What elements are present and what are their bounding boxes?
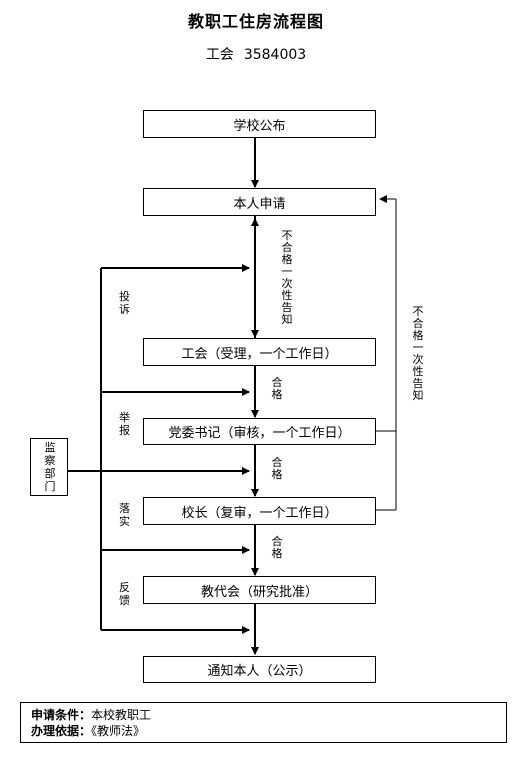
label-pass-3: 合格 <box>271 535 283 560</box>
node-notify: 通知本人（公示） <box>143 656 376 683</box>
label-pass-2: 合格 <box>271 456 283 481</box>
footer-conditions: 申请条件：本校教职工 <box>31 707 496 723</box>
label-reject-left: 不合格一次性告知 <box>281 229 293 326</box>
contact-label: 工会 <box>205 47 234 63</box>
footer-box: 申请条件：本校教职工 办理依据：《教师法》 <box>20 702 507 743</box>
label-report: 举报 <box>119 411 130 437</box>
node-union: 工会（受理，一个工作日） <box>143 338 376 366</box>
contact-line: 工会 3584003 <box>0 44 512 64</box>
contact-number: 3584003 <box>243 47 307 63</box>
node-publish: 学校公布 <box>143 110 376 138</box>
footer-basis: 办理依据：《教师法》 <box>31 723 496 739</box>
conditions-key: 申请条件： <box>31 708 92 722</box>
node-principal: 校长（复审，一个工作日） <box>143 497 376 525</box>
label-implement: 落实 <box>119 502 130 528</box>
reject-loop-line <box>376 199 397 432</box>
monitor-department-box: 监察部门 <box>30 438 68 496</box>
node-apply: 本人申请 <box>143 188 376 216</box>
label-pass-1: 合格 <box>271 376 283 401</box>
label-complaint: 投诉 <box>119 290 130 316</box>
monitor-department-label: 监察部门 <box>44 441 56 493</box>
label-reject-right: 不合格一次性告知 <box>412 305 424 402</box>
node-congress: 教代会（研究批准） <box>143 576 376 604</box>
conditions-value: 本校教职工 <box>91 708 152 722</box>
label-feedback: 反馈 <box>119 581 130 607</box>
basis-key: 办理依据： <box>31 724 92 738</box>
page-title: 教职工住房流程图 <box>187 12 324 31</box>
basis-value: 《教师法》 <box>91 724 146 738</box>
node-party: 党委书记（审核，一个工作日） <box>143 418 376 445</box>
